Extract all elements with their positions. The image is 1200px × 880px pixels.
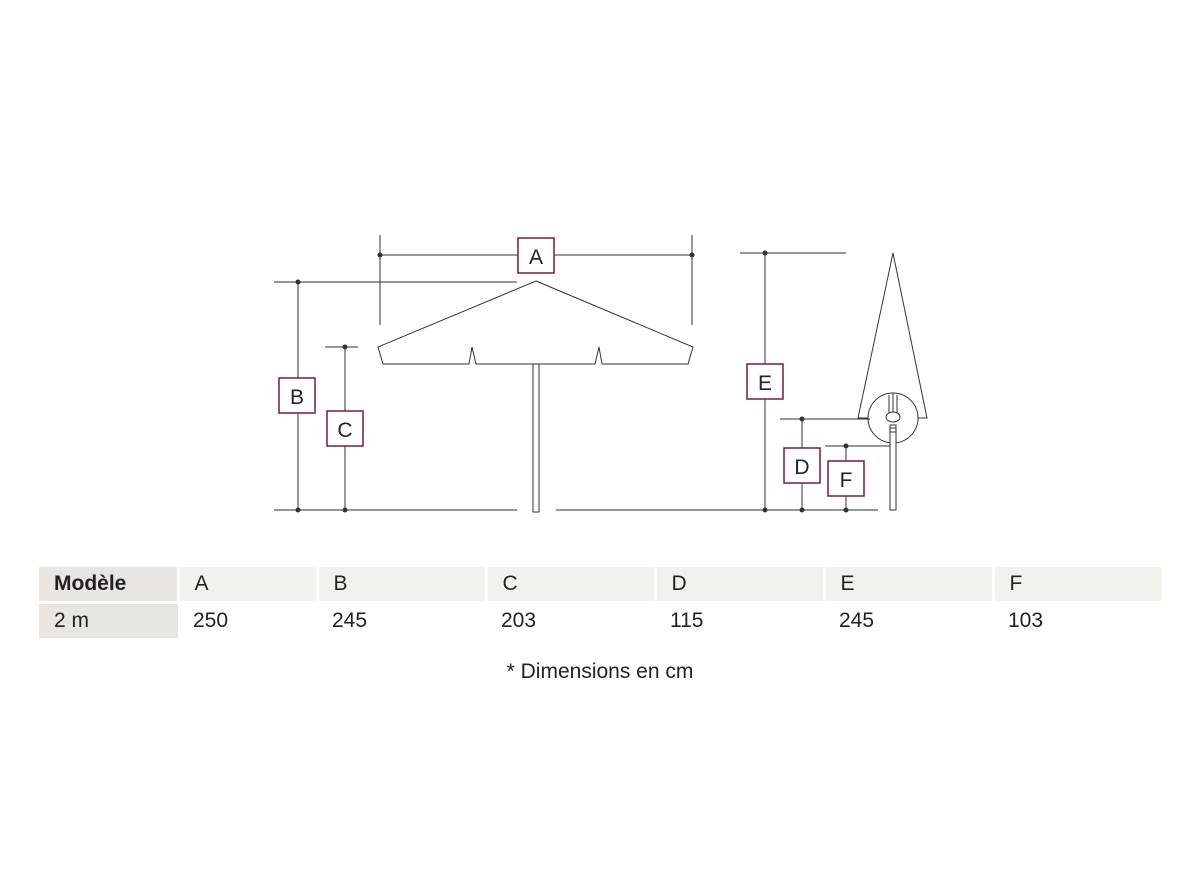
cell-f: 103 <box>993 602 1161 638</box>
cell-d: 115 <box>655 602 824 638</box>
label-f: F <box>827 460 865 497</box>
open-pole <box>532 363 540 513</box>
umbrella-dimension-diagram: A B C E D F <box>274 235 928 513</box>
header-c: C <box>484 567 655 604</box>
header-a: A <box>176 567 317 604</box>
header-model: Modèle <box>39 567 178 604</box>
header-d: D <box>653 567 824 604</box>
table-header-row: Modèle A B C D E F <box>39 567 1161 604</box>
open-canopy <box>377 280 694 365</box>
svg-text:A: A <box>529 246 543 269</box>
closed-pole <box>889 424 897 511</box>
cell-b: 245 <box>317 602 486 638</box>
svg-text:E: E <box>758 372 772 395</box>
cell-a: 250 <box>178 602 317 638</box>
svg-text:C: C <box>337 419 352 442</box>
cell-c: 203 <box>486 602 655 638</box>
label-d: D <box>783 447 821 484</box>
svg-text:F: F <box>840 469 853 492</box>
table-row: 2 m 250 245 203 115 245 103 <box>39 602 1161 638</box>
header-e: E <box>822 567 993 604</box>
svg-text:D: D <box>794 456 809 479</box>
dimensions-table: Modèle A B C D E F 2 m 250 245 203 115 2… <box>39 567 1161 638</box>
label-e: E <box>746 363 784 400</box>
cell-e: 245 <box>824 602 993 638</box>
header-f: F <box>991 567 1161 604</box>
dimensions-note: * Dimensions en cm <box>506 660 694 683</box>
svg-text:B: B <box>290 386 304 409</box>
cell-model: 2 m <box>39 602 178 638</box>
label-a: A <box>517 237 555 274</box>
label-c: C <box>326 410 364 447</box>
label-b: B <box>278 377 316 414</box>
header-b: B <box>315 567 486 604</box>
